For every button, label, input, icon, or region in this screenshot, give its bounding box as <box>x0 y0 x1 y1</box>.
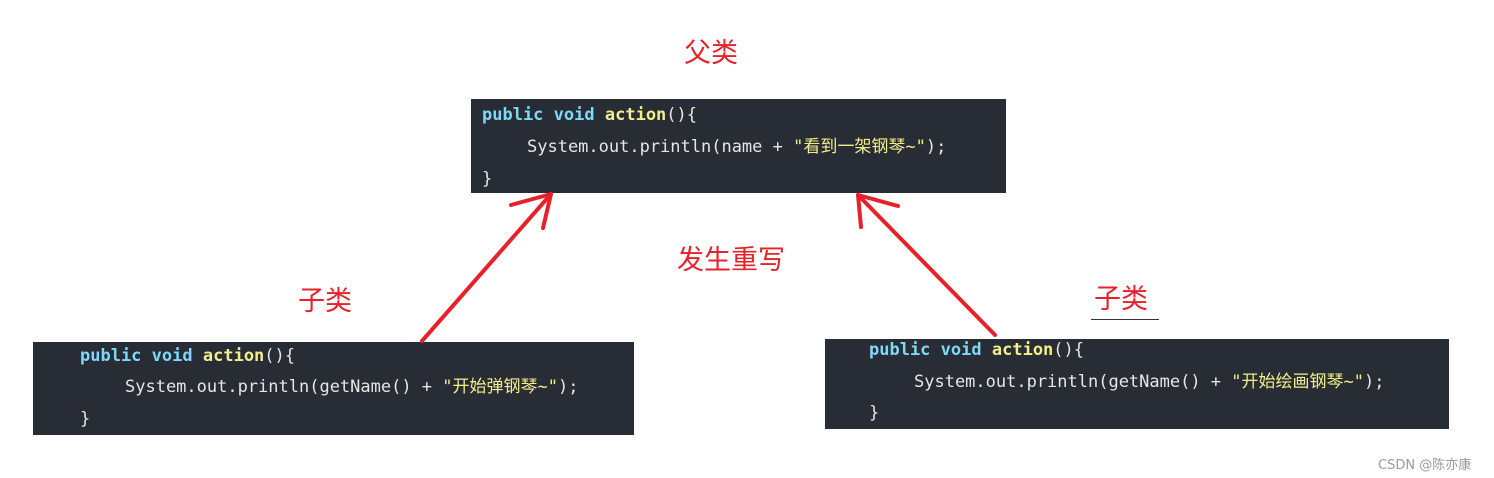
code-call: System.out.println(getName() + <box>125 377 443 397</box>
left-child-code-block: public void action(){ System.out.println… <box>33 342 634 435</box>
keyword-void: void <box>940 340 982 360</box>
code-string: "看到一架钢琴~" <box>793 137 926 157</box>
code-line-close: } <box>80 409 91 429</box>
watermark: CSDN @陈亦康 <box>1378 458 1472 473</box>
arrow-left-shaft <box>420 192 553 343</box>
code-open-brace: (){ <box>1053 340 1085 360</box>
code-line-body: System.out.println(name + "看到一架钢琴~"); <box>527 139 946 156</box>
code-open-brace: (){ <box>666 105 698 125</box>
code-string: "开始弹钢琴~" <box>442 377 558 397</box>
code-open-brace: (){ <box>264 346 296 366</box>
code-string: "开始绘画钢琴~" <box>1231 372 1364 392</box>
code-line-signature: public void action(){ <box>482 107 697 124</box>
code-call: System.out.println(name + <box>527 137 794 157</box>
code-line-signature: public void action(){ <box>80 348 295 365</box>
method-name: action <box>604 105 667 125</box>
arrow-right-to-parent <box>856 193 997 337</box>
code-line-body: System.out.println(getName() + "开始绘画钢琴~"… <box>914 374 1384 391</box>
arrow-left-head <box>509 192 553 230</box>
child-class-label-right: 子类 <box>1094 284 1148 315</box>
parent-code-block: public void action(){ System.out.println… <box>471 99 1006 193</box>
method-name: action <box>991 340 1054 360</box>
code-call: System.out.println(getName() + <box>914 372 1232 392</box>
override-label: 发生重写 <box>677 245 785 276</box>
method-name: action <box>202 346 265 366</box>
code-end: ); <box>1364 372 1385 392</box>
code-line-close: } <box>482 169 493 189</box>
keyword-public: public <box>80 346 142 366</box>
code-end: ); <box>925 137 947 157</box>
parent-class-label: 父类 <box>684 38 738 69</box>
code-line-body: System.out.println(getName() + "开始弹钢琴~")… <box>125 379 578 396</box>
code-end: ); <box>558 377 579 397</box>
code-line-signature: public void action(){ <box>869 342 1084 359</box>
child-class-label-right-underline <box>1091 319 1159 320</box>
keyword-void: void <box>151 346 193 366</box>
arrow-right-shaft <box>856 193 997 337</box>
right-child-code-block: public void action(){ System.out.println… <box>825 339 1449 429</box>
arrow-left-to-parent <box>420 192 553 343</box>
child-class-label-left: 子类 <box>298 286 352 317</box>
keyword-public: public <box>482 105 544 125</box>
keyword-public: public <box>869 340 931 360</box>
code-line-close: } <box>869 403 880 423</box>
arrow-right-head <box>856 193 900 229</box>
keyword-void: void <box>553 105 595 125</box>
